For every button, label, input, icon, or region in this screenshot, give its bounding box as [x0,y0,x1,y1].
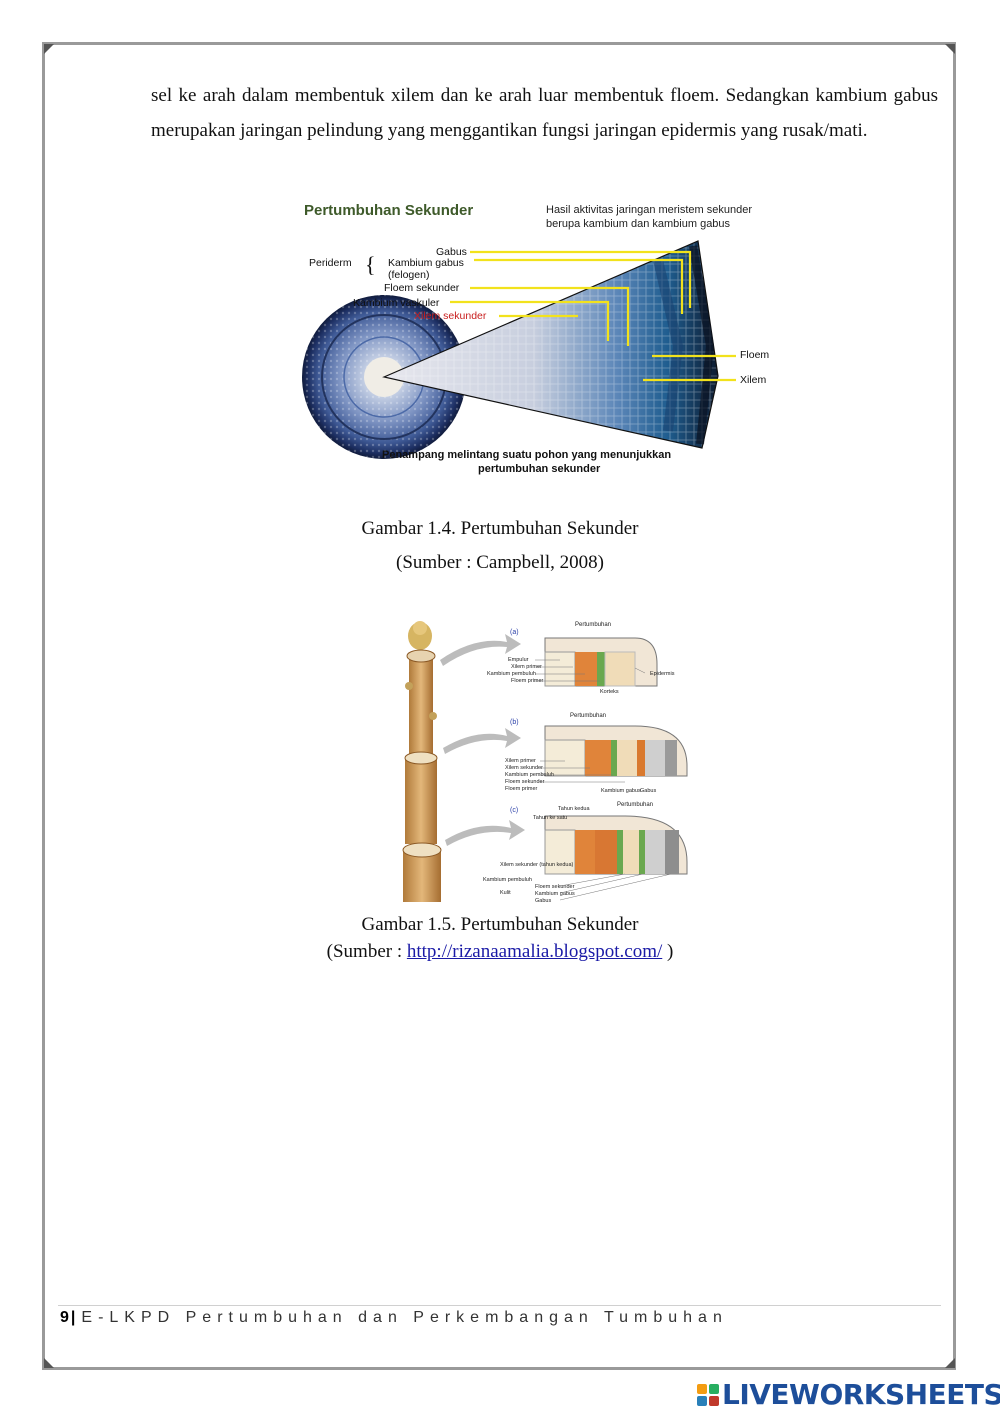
label-gabus-c: Gabus [535,898,551,904]
label-kambium-pembuluh-c: Kambium pembuluh [483,877,532,883]
label-xilem-sekunder-b: Xilem sekunder [505,765,543,771]
label-kambium-vaskuler: Kambium vaskuler [353,297,440,309]
footer-divider [58,1305,941,1306]
panel-b-diagram [544,725,688,777]
panel-label-a: (a) [510,629,519,636]
label-pertumbuhan-b: Pertumbuhan [570,713,606,719]
label-gabus-b: Gabus [640,788,656,794]
label-floem-sekunder: Floem sekunder [384,282,460,294]
page-number: 9 [60,1309,69,1326]
watermark-text: LIVEWORKSHEETS [722,1378,1000,1411]
label-kambium-gabus: Kambium gabus [388,257,464,269]
magnified-wedge [382,240,719,449]
label-floem-primer-b: Floem primer [505,786,538,792]
periderm-label: Periderm [309,257,352,269]
label-kambium-gabus-b: Kambium gabus [601,788,641,794]
label-floem: Floem [740,349,769,361]
stem-stage-a [405,621,437,754]
figure-secondary-growth-cross-section: Pertumbuhan Sekunder Hasil aktivitas jar… [302,202,769,475]
figure1-source: (Sumber : Campbell, 2008) [396,552,604,573]
stem-stage-b [404,751,438,844]
corner-mark-top-right [945,44,955,54]
label-korteks: Korteks [600,689,619,695]
label-kambium-pembuluh-b: Kambium pembuluh [505,772,554,778]
page-frame [42,42,956,1370]
figure1-title: Pertumbuhan Sekunder [304,202,473,219]
liveworksheets-logo-icon [697,1384,719,1406]
liveworksheets-watermark: LIVEWORKSHEETS [697,1378,1000,1411]
source-link[interactable]: http://rizanaamalia.blogspot.com/ [406,941,663,962]
figure1-bottom-line1: Penampang melintang suatu pohon yang men… [382,449,671,461]
label-xilem-sekunder: Xilem sekunder [414,310,487,322]
corner-mark-top-left [44,44,54,54]
label-epidermis: Epidermis [650,671,675,677]
label-floem-sekunder-b: Floem sekunder [505,779,545,785]
panel-a-diagram [544,637,658,687]
label-xilem-primer-b: Xilem primer [505,758,536,764]
corner-mark-bottom-right [945,1358,955,1368]
figure1-bottom-line2: pertumbuhan sekunder [478,463,601,475]
yellow-leader-lines [450,250,736,382]
figure2-source-prefix: (Sumber : [326,941,407,962]
label-xilem: Xilem [740,374,767,386]
corner-mark-bottom-left [44,1358,54,1368]
panel-c-diagram [544,815,688,875]
label-kulit: Kulit [500,890,511,896]
label-tahun-ke-satu: Tahun ke satu [533,815,567,821]
label-pertumbuhan-a: Pertumbuhan [575,622,611,628]
footer-title: E-LKPD Pertumbuhan dan Perkembangan Tumb… [81,1309,728,1326]
label-empulur: Empulur [508,657,529,663]
figure1-note-line2: berupa kambium dan kambium gabus [546,218,731,230]
figure2-source-suffix: ) [662,941,674,962]
leader-lines-stages [535,659,672,901]
label-gabus: Gabus [436,246,467,258]
stage-arrows [440,634,525,846]
stem-stage-c [402,842,442,902]
body-paragraph: sel ke arah dalam membentuk xilem dan ke… [151,85,938,141]
label-felogen: (felogen) [388,269,429,281]
panel-label-c: (c) [510,807,518,814]
label-kambium-gabus-c: Kambium gabus [535,891,575,897]
label-xilem-primer-a: Xilem primer [511,664,542,670]
figure1-caption: Gambar 1.4. Pertumbuhan Sekunder [361,518,639,539]
label-pertumbuhan-c: Pertumbuhan [617,802,653,808]
footer-separator: | [70,1309,76,1326]
label-floem-sekunder-c: Floem sekunder [535,884,575,890]
panel-label-b: (b) [510,719,519,726]
label-floem-primer-a: Floem primer [511,678,544,684]
periderm-brace: { [365,252,376,277]
label-tahun-kedua: Tahun kedua [558,806,590,812]
figure2-caption: Gambar 1.5. Pertumbuhan Sekunder [361,914,639,935]
figure2-source: (Sumber : http://rizanaamalia.blogspot.c… [0,941,1000,963]
figure-secondary-growth-stages: (a) Pertumbuhan Empulur Xilem primer Kam… [402,621,688,904]
label-xilem-sekunder-tahun-kedua: Xilem sekunder (tahun kedua) [500,862,574,868]
figure1-note-line1: Hasil aktivitas jaringan meristem sekund… [546,204,752,216]
page-footer: 9| E-LKPD Pertumbuhan dan Perkembangan Tu… [60,1309,728,1327]
label-kambium-pembuluh-a: Kambium pembuluh [487,671,536,677]
